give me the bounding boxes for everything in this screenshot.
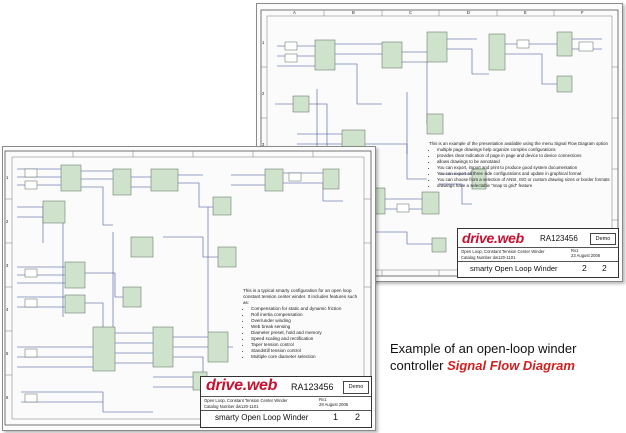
sheet-2-part-number: RA123456 — [540, 234, 578, 243]
sheet-2-title-block: drive.web RA123456 Demo Open Loop, Const… — [457, 228, 619, 278]
sheet-2-config-name: smarty Open Loop Winder — [470, 264, 558, 273]
sheet-2-catalog-number: Catalog Number dw120-1101 — [461, 255, 516, 260]
sheet-2-note: allows drawings to be annotated — [437, 159, 614, 165]
sheet-1-demo-label: Demo — [343, 381, 369, 394]
sheet-2-description: Open Loop, Constant Tension Center Winde… — [461, 249, 545, 254]
sheet-2-col-B: B — [352, 10, 355, 15]
sheet-1-part-number: RA123456 — [291, 382, 334, 392]
sheet-1-catalog-number: Catalog Number dw120-1101 — [204, 404, 259, 409]
sheet-2-note: You can choose from a selection of ANSI,… — [437, 177, 614, 183]
sheet-1-note: Roll inertia compensation — [251, 312, 363, 318]
sheet-1-note: Over/under winding — [251, 318, 363, 324]
sheet-2-note: drawings have a selectable "snap to grid… — [437, 183, 614, 189]
sheet-2-row-1: 1 — [262, 40, 265, 45]
sheet-1-note: Speed scaling and rectification — [251, 336, 363, 342]
figure-caption: Example of an open-loop winder controlle… — [390, 340, 576, 374]
sheet-2-note: provides clear indication of page in pag… — [437, 153, 614, 159]
sheet-1-drawing — [4, 150, 372, 426]
sheet-1-note: Diameter preset, hold and memory — [251, 330, 363, 336]
drive-web-logo: drive.web — [462, 230, 524, 246]
sheet-1-title-block: drive.web RA123456 Demo Open Loop, Const… — [200, 376, 372, 428]
sheet-1-note: Multiple core diameter selection — [251, 354, 363, 360]
sheet-2-revision: Rv1 — [571, 248, 579, 253]
sheet-1-notes-heading: This is a typical smarty configuration f… — [243, 288, 358, 305]
sheet-2-date: 23 August 2006 — [571, 253, 601, 258]
diagram-sheet-1: 1 2 3 4 5 6 This is a typical smarty con… — [2, 146, 376, 431]
caption-line-2: controller Signal Flow Diagram — [390, 357, 576, 374]
sheet-1-config-name: smarty Open Loop Winder — [215, 413, 309, 422]
sheet-2-col-C: C — [409, 10, 413, 15]
sheet-1-row-1: 1 — [6, 175, 9, 180]
sheet-1-row-4: 4 — [6, 307, 9, 312]
sheet-1-note: Compensation for static and dynamic fric… — [251, 306, 363, 312]
sheet-2-row-2: 2 — [262, 91, 265, 96]
sheet-1-notes: This is a typical smarty configuration f… — [243, 288, 363, 360]
caption-prefix: controller — [390, 358, 448, 373]
sheet-1-sheet-total: 2 — [355, 412, 361, 422]
sheet-1-revision: Rv1 — [319, 397, 327, 402]
sheet-2-col-F: F — [581, 10, 584, 15]
sheet-2-note: You can export, import and print to prod… — [437, 165, 614, 171]
sheet-1-row-5: 5 — [6, 351, 9, 356]
sheet-2-col-E: E — [524, 10, 527, 15]
sheet-1-sheet-number: 1 — [333, 412, 339, 422]
sheet-1-note: Web break sensing — [251, 324, 363, 330]
sheet-2-notes-heading: This is an example of the presentation a… — [429, 141, 608, 146]
sheet-2-col-A: A — [293, 10, 296, 15]
sheet-2-notes: This is an example of the presentation a… — [429, 141, 614, 189]
sheet-1-row-6: 6 — [6, 395, 9, 400]
caption-highlight: Signal Flow Diagram — [447, 358, 575, 373]
sheet-2-sheet-total: 2 — [602, 263, 607, 273]
sheet-2-row-3: 3 — [262, 142, 265, 147]
caption-line-1: Example of an open-loop winder — [390, 341, 577, 356]
sheet-2-sheet-number: 2 — [582, 263, 587, 273]
drive-web-logo: drive.web — [206, 377, 278, 394]
sheet-1-date: 28 August 2006 — [319, 402, 349, 407]
sheet-1-note: Taper tension control — [251, 342, 363, 348]
sheet-1-description: Open Loop, Constant Tension Center Winde… — [204, 398, 288, 403]
sheet-2-note: You can export all three side configurat… — [437, 171, 614, 177]
sheet-2-demo-label: Demo — [590, 233, 616, 245]
sheet-1-note: Standstill tension control — [251, 348, 363, 354]
sheet-2-col-D: D — [467, 10, 471, 15]
sheet-2-note: multiple page drawings help organize com… — [437, 147, 614, 153]
sheet-1-row-2: 2 — [6, 219, 9, 224]
sheet-1-row-3: 3 — [6, 263, 9, 268]
